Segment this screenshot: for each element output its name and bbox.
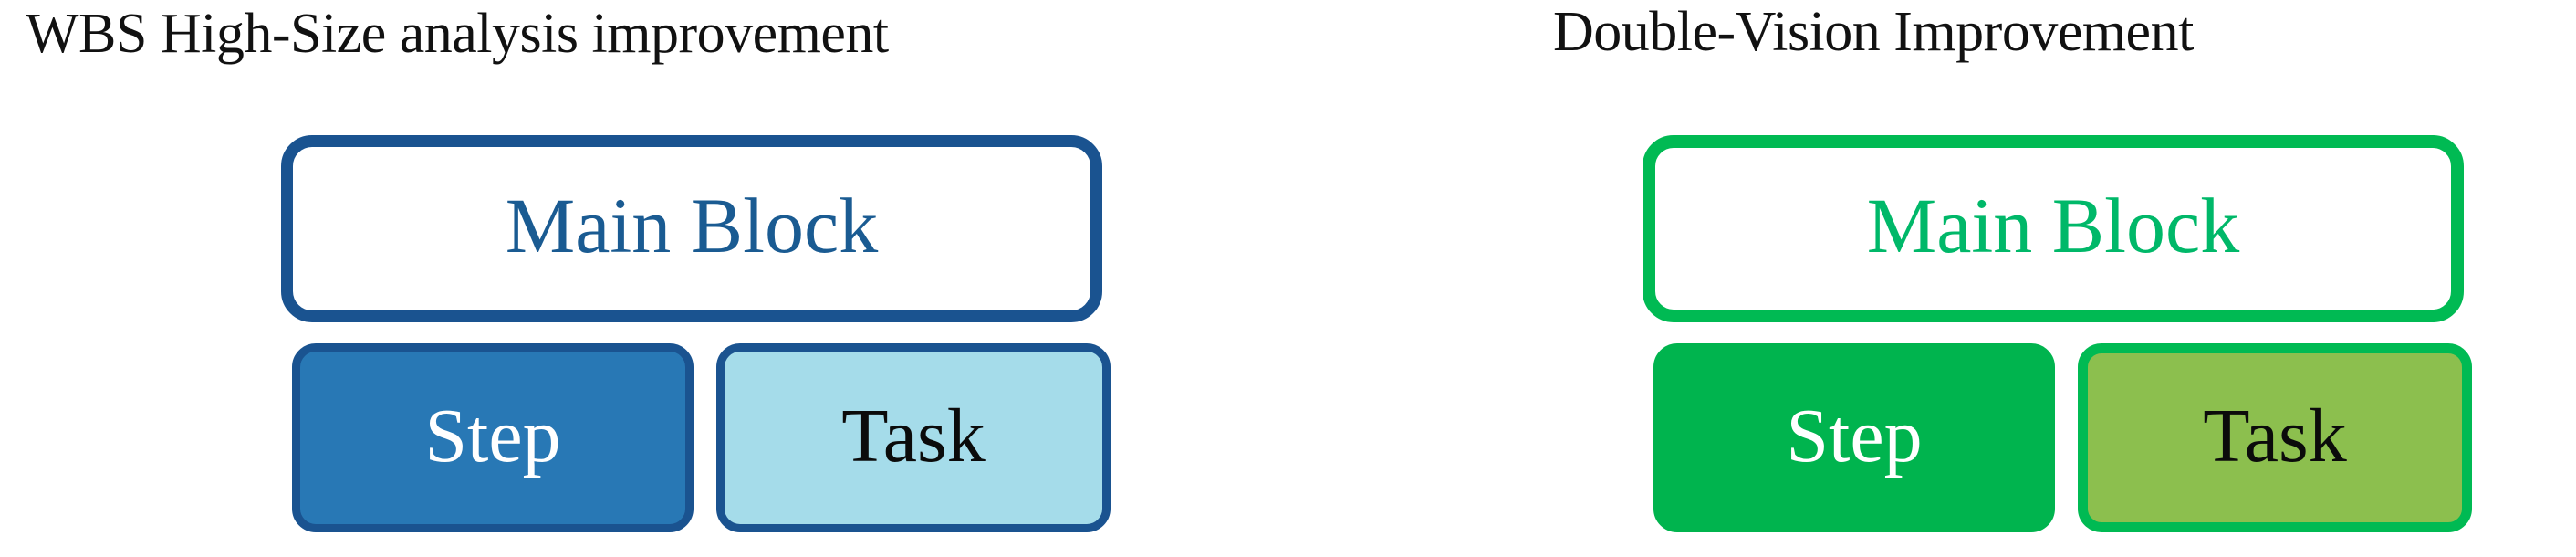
child-node-row-right: Step Task bbox=[1635, 343, 2475, 535]
step-node-right[interactable]: Step bbox=[1653, 343, 2055, 532]
task-node-right[interactable]: Task bbox=[2078, 343, 2472, 532]
step-label: Step bbox=[424, 393, 561, 478]
step-node-left[interactable]: Step bbox=[292, 343, 694, 532]
panel-title-wbs-high-size: WBS High-Size analysis improvement bbox=[26, 3, 889, 65]
task-label: Task bbox=[841, 393, 986, 478]
main-block-node-left[interactable]: Main Block bbox=[281, 135, 1102, 322]
task-label: Task bbox=[2203, 393, 2347, 478]
main-block-label: Main Block bbox=[1866, 181, 2240, 269]
child-node-row-left: Step Task bbox=[274, 343, 1113, 535]
step-label: Step bbox=[1786, 393, 1923, 478]
main-block-label: Main Block bbox=[505, 181, 879, 269]
legend-group-wbs-high-size: Main Block Step Task bbox=[274, 135, 1113, 544]
main-block-node-right[interactable]: Main Block bbox=[1643, 135, 2464, 322]
legend-group-double-vision: Main Block Step Task bbox=[1635, 135, 2475, 544]
panel-title-double-vision: Double-Vision Improvement bbox=[1553, 1, 2194, 63]
task-node-left[interactable]: Task bbox=[716, 343, 1111, 532]
